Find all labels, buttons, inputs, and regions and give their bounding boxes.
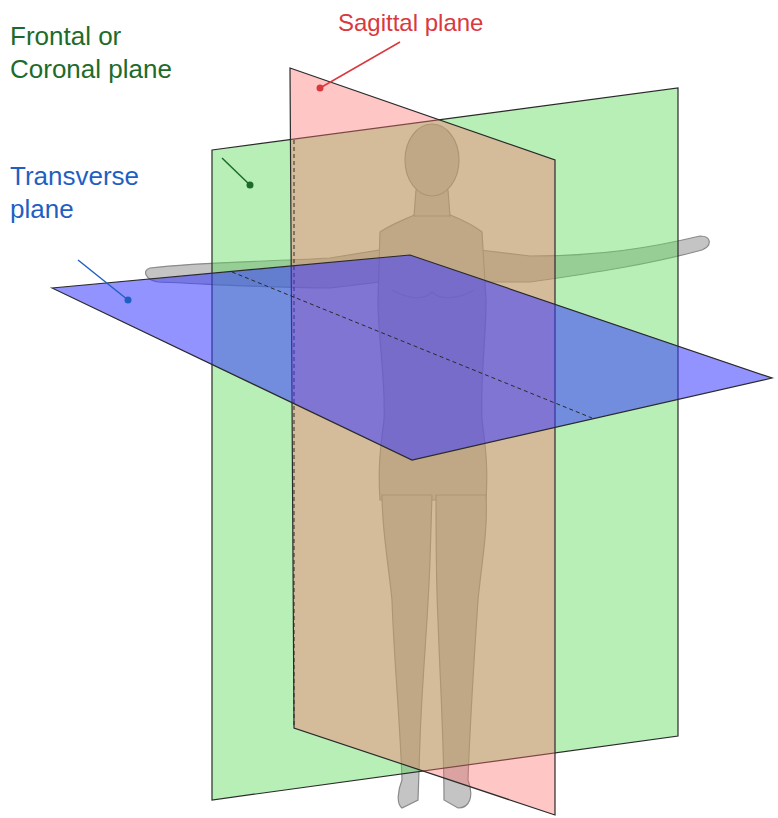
plane-label: Frontal or Coronal plane xyxy=(10,20,195,85)
hidden-edge xyxy=(294,140,295,728)
hidden-edge xyxy=(232,272,592,418)
leader-line xyxy=(78,260,128,300)
leader-dot xyxy=(247,182,254,189)
leader-line xyxy=(222,158,250,185)
plane-label: Sagittal plane xyxy=(338,8,558,38)
plane-label: Transverse plane xyxy=(10,160,160,225)
transverse-plane xyxy=(52,255,772,460)
leader-dot xyxy=(125,297,132,304)
leader-dot xyxy=(317,85,324,92)
leader-line xyxy=(320,42,400,88)
